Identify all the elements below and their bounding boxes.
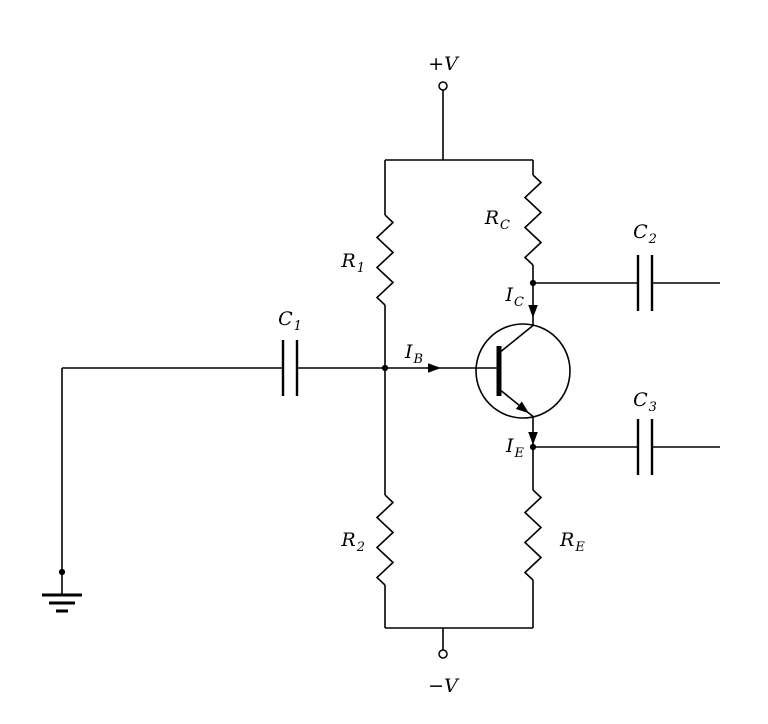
connection-nodes [58,81,537,659]
label-ic: IC [505,284,525,310]
resistor-rc [523,174,543,266]
label-r1: R1 [340,250,365,276]
base-node-dot [381,364,389,372]
resistor-rc-zigzag [523,174,543,266]
label-rc: RC [484,207,510,233]
emitter-node-dot [529,443,537,451]
capacitor-c1 [281,340,299,396]
label-supply-negative: −V [428,675,460,697]
collector-current-arrow-icon [528,305,538,318]
label-c2: C2 [633,221,657,247]
resistor-re-zigzag [523,489,543,581]
resistor-r2-zigzag [375,494,395,586]
vplus-terminal [438,81,448,91]
base-current-arrow-icon [428,363,441,373]
ground-icon [42,593,82,613]
npn-transistor [475,323,571,419]
transistor-envelope [475,323,571,419]
ground-node-dot [58,568,66,576]
resistor-r2 [375,494,395,586]
current-arrows [428,305,538,445]
wires [61,90,720,650]
transistor-emitter-arrow-icon [515,401,529,414]
resistor-re [523,489,543,581]
label-supply-positive: +V [428,53,460,75]
capacitor-c3 [636,419,654,475]
labels: +V −V R1 R2 RC RE C1 C2 C3 IB IC IE [278,53,657,697]
resistor-r1 [375,214,395,306]
collector-node-dot [529,279,537,287]
label-c3: C3 [633,389,657,415]
capacitor-c2 [636,255,654,311]
emitter-current-arrow-icon [528,432,538,445]
resistor-r1-zigzag [375,214,395,306]
label-re: RE [559,529,585,555]
label-r2: R2 [340,529,365,555]
label-c1: C1 [278,308,302,334]
label-ie: IE [505,435,525,461]
label-ib: IB [404,341,423,367]
transistor-collector-lead [498,324,534,354]
vminus-terminal [438,649,448,659]
